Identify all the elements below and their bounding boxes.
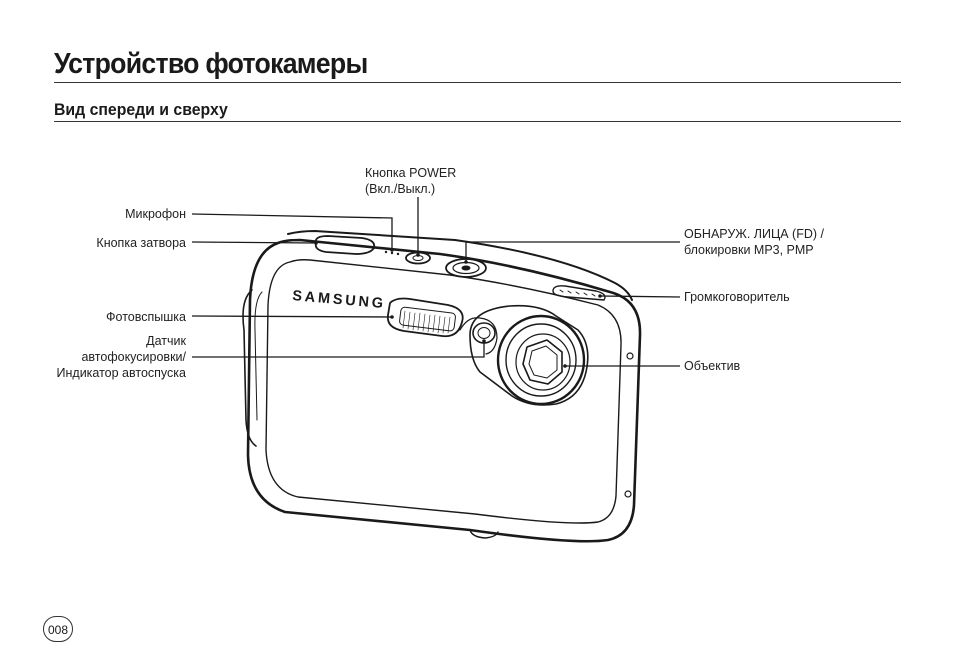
label-lens: Объектив: [684, 359, 741, 373]
lens-housing: [469, 304, 589, 406]
lens-ring-outer: [496, 314, 586, 406]
leader-flash: [191, 315, 393, 318]
camera-top-edge: [287, 230, 633, 301]
speaker-grille: [552, 285, 606, 301]
leader-speaker: [599, 295, 681, 298]
lens-glass: [522, 339, 563, 385]
subtitle-divider: [54, 121, 901, 122]
leader-fd: [465, 241, 680, 262]
samsung-logo: SAMSUNG: [292, 288, 387, 312]
microphone-holes: [384, 250, 388, 254]
page-number: 008: [43, 616, 73, 642]
label-flash: Фотовспышка: [106, 310, 186, 324]
strap-eyelet: [626, 352, 634, 360]
label-fd-button: ОБНАРУЖ. ЛИЦА (FD) / блокировки MP3, PMP: [684, 227, 824, 257]
leader-shutter: [191, 241, 317, 244]
label-speaker: Громкоговоритель: [684, 290, 790, 304]
camera-foot: [469, 529, 499, 539]
label-power-button: Кнопка POWER (Вкл./Выкл.): [365, 166, 457, 196]
label-af-sensor: Датчик автофокусировки/ Индикатор автосп…: [56, 334, 186, 380]
title-divider: [54, 82, 901, 83]
shutter-button-shape: [314, 235, 376, 255]
label-microphone: Микрофон: [125, 207, 186, 221]
leader-microphone: [191, 213, 393, 250]
section-subtitle: Вид спереди и сверху: [54, 100, 228, 119]
camera-body-outline: [246, 238, 642, 543]
label-shutter-button: Кнопка затвора: [96, 236, 186, 250]
leader-af: [192, 341, 485, 358]
page-title: Устройство фотокамеры: [54, 48, 368, 80]
side-grip: [242, 289, 257, 447]
camera-face-panel: [265, 259, 622, 524]
flash-window: [386, 297, 464, 338]
